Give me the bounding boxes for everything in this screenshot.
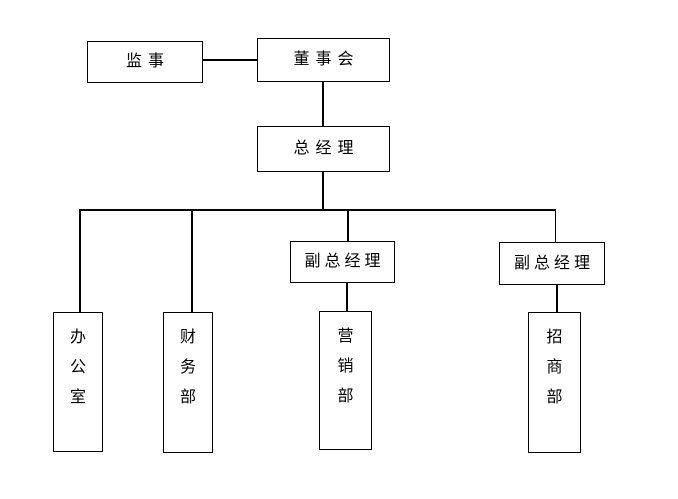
node-board-label: 董事会 bbox=[293, 51, 360, 68]
connector-trunk-deputy-right bbox=[554, 209, 556, 242]
node-deputy-gm-right: 副总经理 bbox=[499, 242, 605, 285]
node-finance-dept-label: 财务部 bbox=[180, 329, 197, 406]
node-deputy-gm-left: 副总经理 bbox=[290, 241, 395, 283]
connector-supervisor-board bbox=[203, 59, 257, 61]
connector-deputy-left-marketing bbox=[346, 283, 348, 311]
connector-board-general-manager bbox=[322, 82, 324, 126]
node-deputy-gm-right-label: 副总经理 bbox=[513, 254, 594, 272]
node-board: 董事会 bbox=[257, 38, 390, 82]
node-general-manager: 总经理 bbox=[257, 126, 390, 172]
node-marketing-dept: 营销部 bbox=[319, 311, 372, 450]
node-investment-dept: 招商部 bbox=[528, 312, 581, 453]
node-supervisor: 监事 bbox=[87, 41, 203, 83]
connector-trunk-office bbox=[79, 209, 81, 312]
node-supervisor-label: 监事 bbox=[125, 53, 170, 70]
connector-trunk-finance bbox=[191, 209, 193, 312]
node-investment-dept-label: 招商部 bbox=[546, 329, 563, 406]
node-office-label: 办公室 bbox=[70, 329, 87, 406]
node-general-manager-label: 总经理 bbox=[293, 140, 360, 157]
node-office: 办公室 bbox=[53, 312, 103, 452]
connector-general-manager-trunk bbox=[322, 172, 324, 210]
node-deputy-gm-left-label: 副总经理 bbox=[304, 253, 385, 270]
connector-deputy-right-investment bbox=[556, 285, 558, 312]
connector-trunk-deputy-left bbox=[347, 209, 349, 241]
node-finance-dept: 财务部 bbox=[163, 312, 213, 453]
node-marketing-dept-label: 营销部 bbox=[337, 328, 354, 405]
connector-trunk bbox=[79, 209, 556, 211]
